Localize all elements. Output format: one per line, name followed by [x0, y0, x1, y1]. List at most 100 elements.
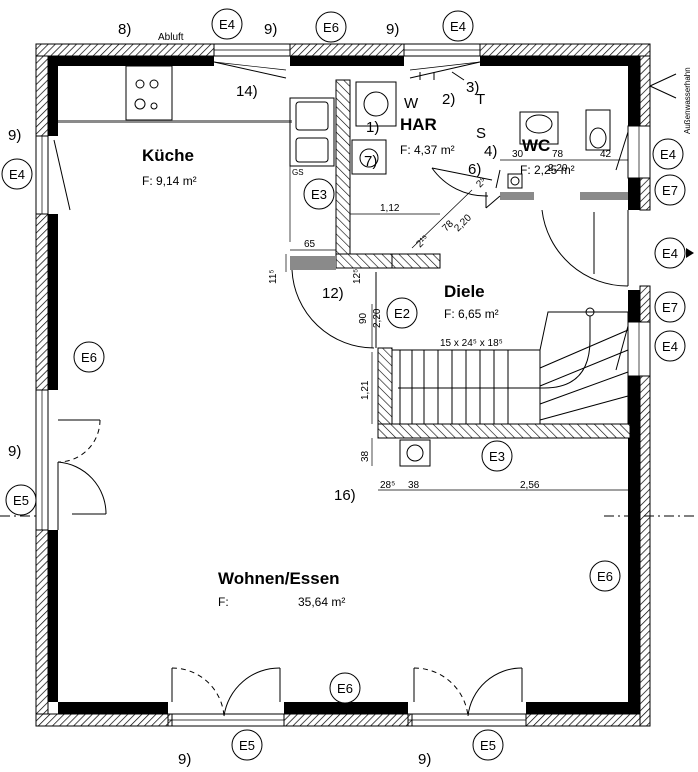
- room-area-wohnen: 35,64 m²: [298, 595, 345, 609]
- label-stair: 15 x 24⁵ x 18⁵: [440, 338, 503, 349]
- interior-walls: [58, 79, 631, 439]
- callout-9: 9): [418, 751, 431, 768]
- marker-e6: E6: [315, 11, 347, 43]
- room-labels: Küche F: 9,14 m² HAR F: 4,37 m² WC F: 2,…: [142, 115, 575, 609]
- marker-e7: E7: [654, 291, 686, 323]
- dim-285: 28⁵: [380, 480, 395, 491]
- svg-text:E4: E4: [9, 167, 25, 182]
- svg-text:E4: E4: [450, 19, 466, 34]
- svg-text:E5: E5: [239, 738, 255, 753]
- dim-65: 65: [304, 239, 316, 250]
- section-lines: [0, 73, 698, 517]
- dim-220-vert: 2,20: [372, 308, 383, 328]
- svg-text:E5: E5: [480, 738, 496, 753]
- marker-e2: E2: [386, 297, 418, 329]
- marker-e4: E4: [1, 158, 33, 190]
- room-area-wc: F: 2,25 m²: [520, 163, 575, 177]
- dim-112: 1,12: [380, 203, 400, 214]
- label-s: S: [476, 125, 486, 142]
- marker-e5: E5: [472, 729, 504, 761]
- dim-256: 2,56: [520, 480, 540, 491]
- dim-115: 11⁵: [268, 269, 279, 284]
- windows: [35, 43, 651, 727]
- svg-text:E6: E6: [81, 350, 97, 365]
- dim-30: 30: [512, 149, 524, 160]
- svg-text:E3: E3: [311, 187, 327, 202]
- room-name-diele: Diele: [444, 282, 485, 301]
- svg-text:E7: E7: [662, 183, 678, 198]
- svg-text:E2: E2: [394, 306, 410, 321]
- dim-38b: 38: [408, 480, 420, 491]
- marker-e6: E6: [589, 560, 621, 592]
- har-fixtures: [351, 71, 493, 197]
- room-area-kueche: F: 9,14 m²: [142, 174, 197, 188]
- wc-fixtures: [495, 109, 611, 189]
- callout-9: 9): [264, 21, 277, 38]
- dim-78: 78: [552, 149, 564, 160]
- callout-16: 16): [334, 487, 356, 504]
- callout-3: 3): [466, 79, 479, 96]
- callout-9: 9): [386, 21, 399, 38]
- label-aussenwasserhahn: Außenwasserhahn: [683, 67, 692, 134]
- dim-42: 42: [600, 149, 612, 160]
- marker-e5: E5: [5, 484, 37, 516]
- exterior-walls: [35, 43, 651, 727]
- svg-text:E6: E6: [597, 569, 613, 584]
- kitchen-fixtures: [125, 65, 335, 242]
- marker-e4: E4: [442, 10, 474, 42]
- callouts: 8) 9) 9) 14) 1) 2) 3) 4) 6) 7) 9) 9) 12)…: [8, 21, 497, 768]
- marker-e4: E4: [654, 237, 686, 269]
- callout-9: 9): [8, 127, 21, 144]
- callout-7: 7): [364, 153, 377, 170]
- dim-121: 1,21: [360, 380, 371, 400]
- svg-text:E4: E4: [660, 147, 676, 162]
- callout-12: 12): [322, 285, 344, 302]
- room-name-kueche: Küche: [142, 146, 194, 165]
- room-name-wc: WC: [522, 136, 550, 155]
- room-name-wohnen: Wohnen/Essen: [218, 569, 340, 588]
- dim-125: 12⁵: [352, 269, 363, 284]
- misc-labels: Abluft Außenwasserhahn GS W T S 15 x 24⁵…: [158, 32, 692, 349]
- room-area-diele: F: 6,65 m²: [444, 307, 499, 321]
- dim-215: 2¹⁵: [414, 233, 431, 250]
- callout-4: 4): [484, 143, 497, 160]
- callout-1: 1): [366, 119, 379, 136]
- callout-6: 6): [468, 161, 481, 178]
- dim-220-diag: 2,20: [452, 212, 474, 234]
- marker-e6: E6: [73, 341, 105, 373]
- svg-text:E6: E6: [323, 20, 339, 35]
- dimension-lines: [285, 159, 628, 491]
- callout-9: 9): [178, 751, 191, 768]
- callout-9: 9): [8, 443, 21, 460]
- svg-text:E4: E4: [219, 17, 235, 32]
- marker-e7: E7: [654, 174, 686, 206]
- svg-text:E4: E4: [662, 339, 678, 354]
- callout-2: 2): [442, 91, 455, 108]
- room-area-label-wohnen: F:: [218, 595, 229, 609]
- callout-8: 8): [118, 21, 131, 38]
- dim-90: 90: [358, 312, 369, 324]
- label-w: W: [404, 95, 419, 112]
- marker-e3: E3: [481, 440, 513, 472]
- marker-e4: E4: [652, 138, 684, 170]
- svg-text:E7: E7: [662, 300, 678, 315]
- marker-e3: E3: [303, 178, 335, 210]
- marker-e6: E6: [329, 672, 361, 704]
- dim-220: 2,20: [548, 163, 568, 174]
- stairs: [291, 269, 629, 467]
- svg-text:E3: E3: [489, 449, 505, 464]
- marker-e4: E4: [654, 330, 686, 362]
- label-gs: GS: [292, 168, 304, 177]
- element-markers: E4 E6 E4 E4 E3 E4 E7 E4 E7 E4 E2 E6 E3 E…: [1, 8, 694, 761]
- label-abluft: Abluft: [158, 32, 184, 43]
- svg-text:E4: E4: [662, 246, 678, 261]
- marker-e4: E4: [211, 8, 243, 40]
- svg-text:E5: E5: [13, 493, 29, 508]
- room-name-har: HAR: [400, 115, 437, 134]
- callout-14: 14): [236, 83, 258, 100]
- dim-38: 38: [360, 450, 371, 462]
- marker-e5: E5: [231, 729, 263, 761]
- room-area-har: F: 4,37 m²: [400, 143, 455, 157]
- label-t: T: [476, 91, 485, 108]
